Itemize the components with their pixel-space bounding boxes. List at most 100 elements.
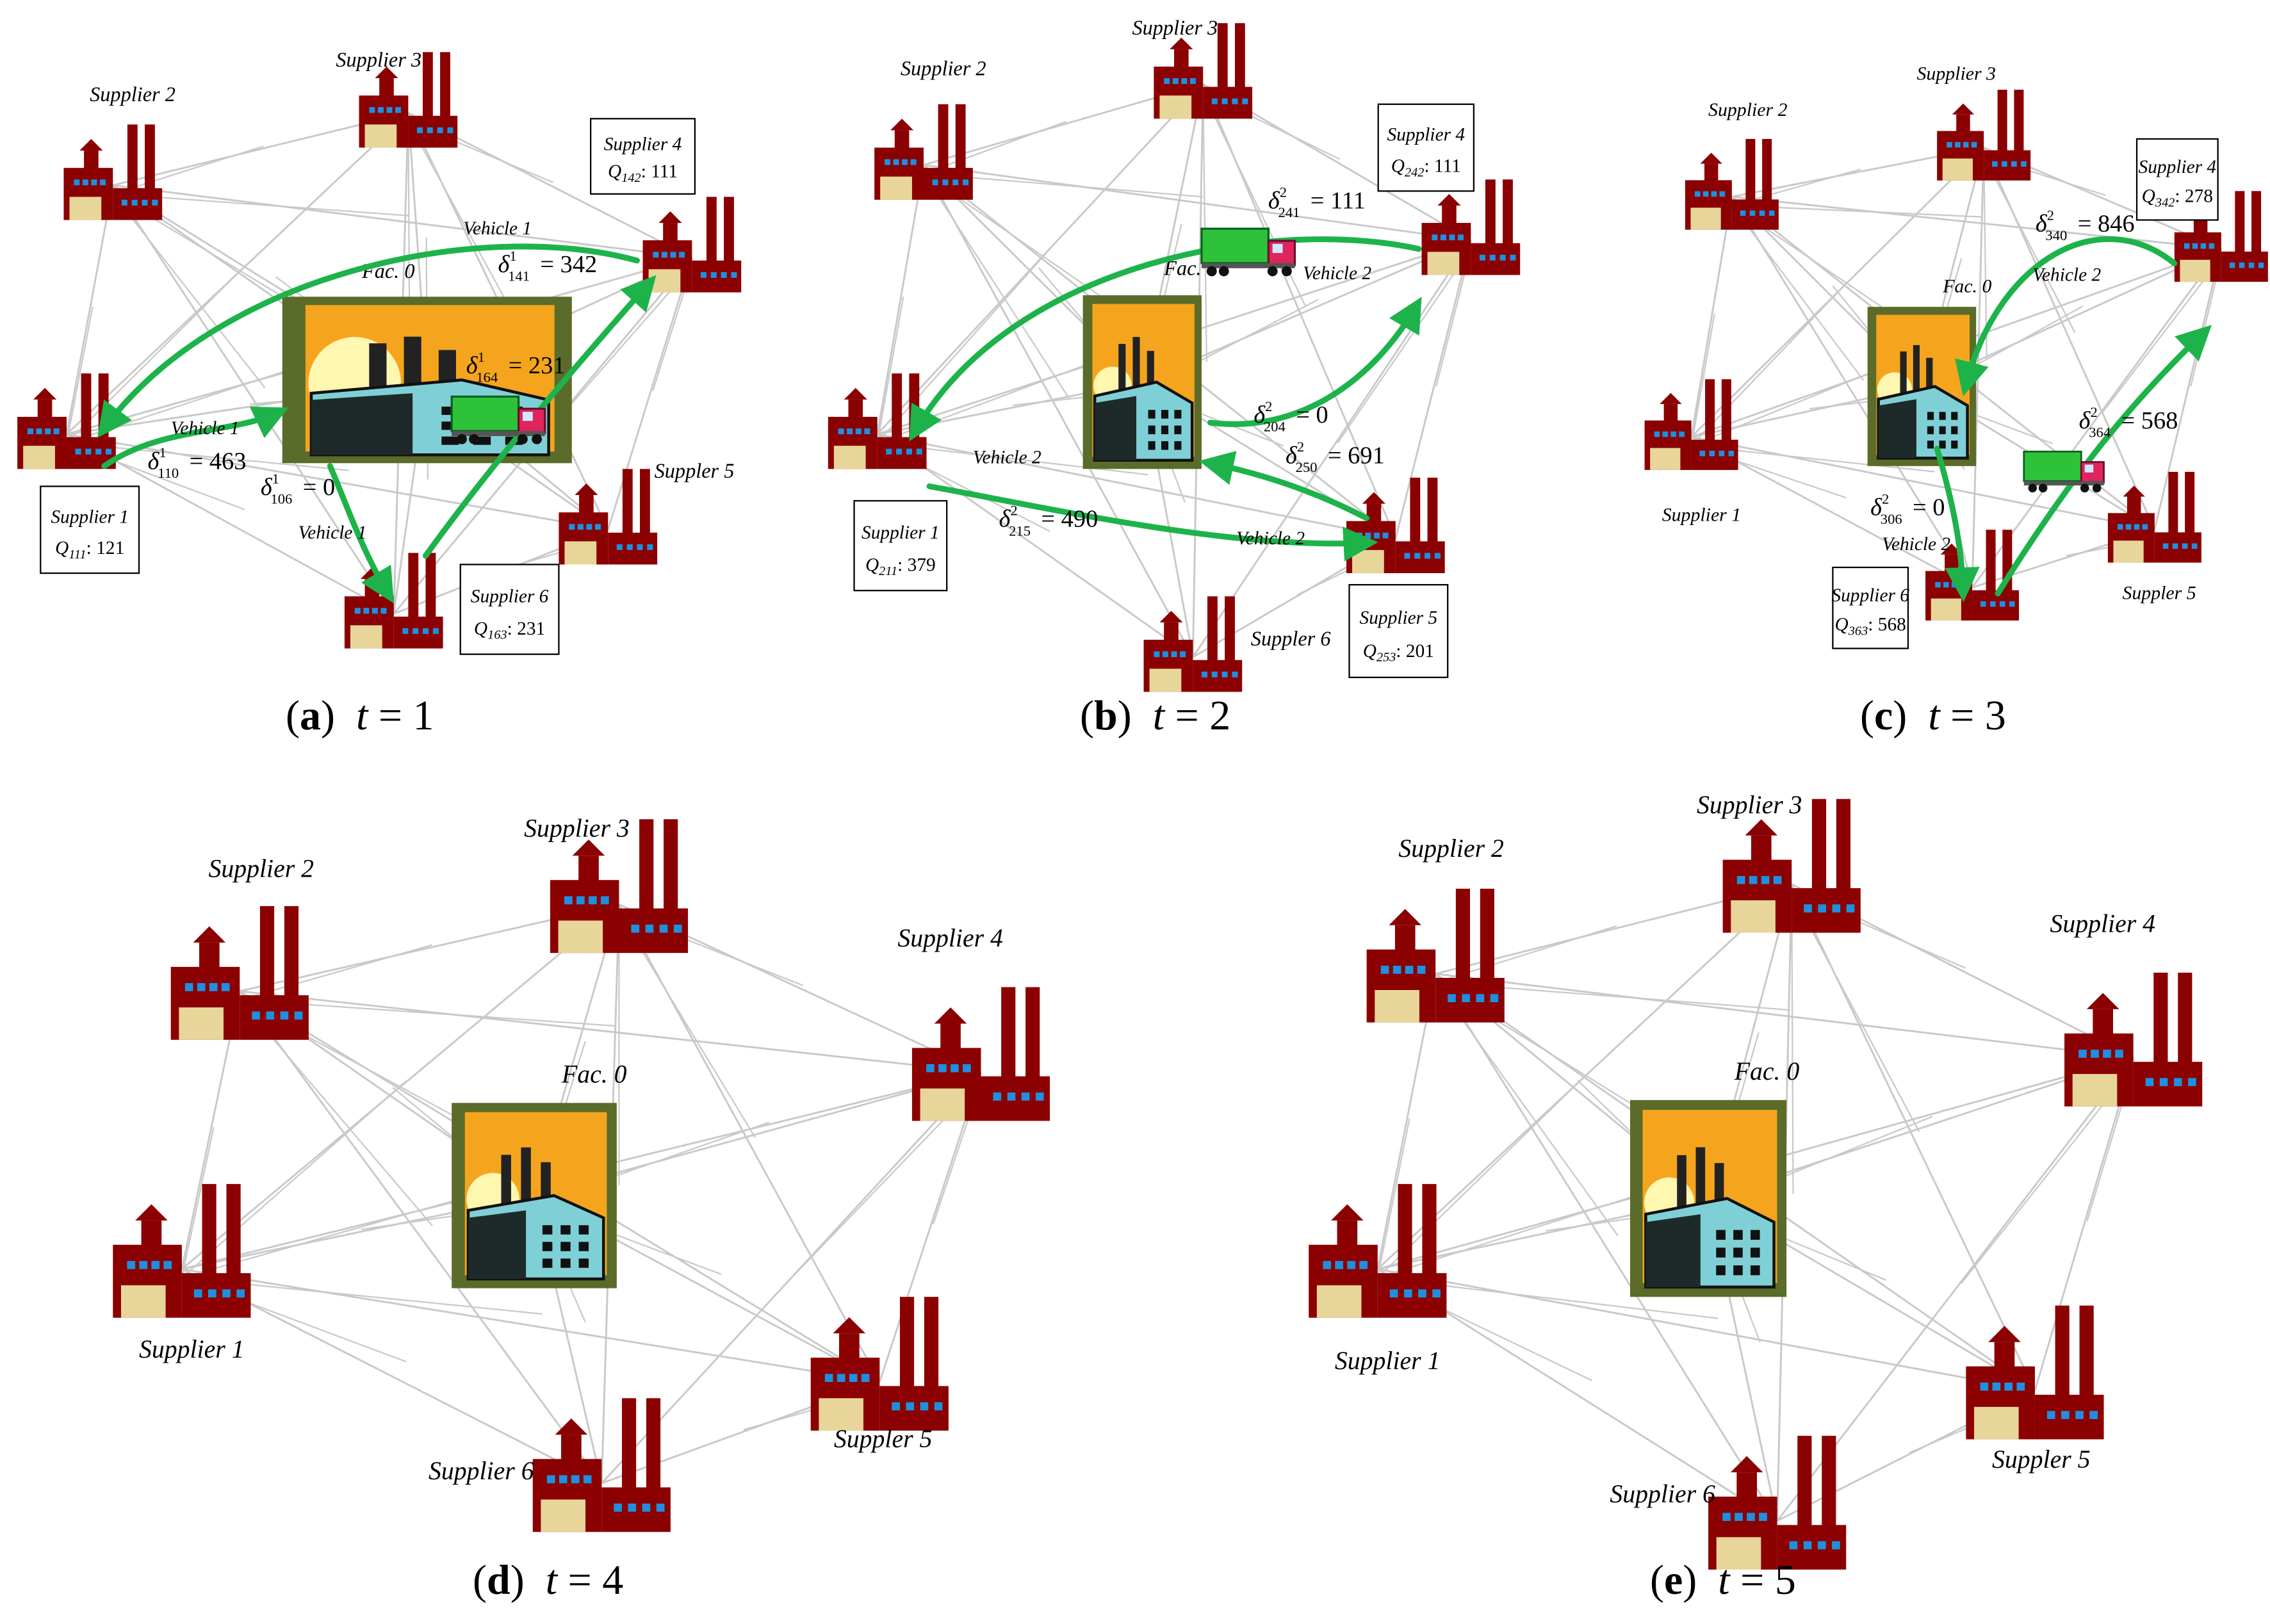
network-edge [923, 164, 1471, 241]
network-edge [1690, 196, 1733, 437]
facility-icon [1867, 307, 1977, 466]
network-edge [65, 306, 94, 443]
box-title: Supplier 4 [604, 134, 682, 155]
network-edge [2034, 1057, 2135, 1392]
network-edge [1376, 973, 1437, 1270]
supplier-label-s4: Supplier 4 [2050, 910, 2155, 938]
network-edge [112, 184, 395, 615]
box-title: Supplier 6 [1831, 585, 1909, 606]
network-edge [601, 1071, 982, 1484]
network-edge [239, 990, 603, 1484]
vehicle-label: Vehicle 2 [2032, 264, 2101, 285]
supplier-label-s3: Supplier 3 [1697, 791, 1802, 819]
network-edge [2153, 248, 2223, 530]
box-quantity: Q142: 111 [608, 161, 678, 185]
route-arrow [1995, 325, 2212, 597]
network-edge [1983, 156, 2076, 334]
network-edge [878, 1071, 982, 1383]
network-edge [181, 1268, 603, 1484]
network-edge [1690, 314, 1715, 446]
network-edge [1394, 240, 1472, 539]
supplier-label-s1: Supplier 1 [139, 1335, 245, 1363]
supplier-label-s5: Suppler 5 [655, 459, 735, 482]
network-edge [923, 173, 1071, 400]
network-edge [876, 296, 904, 443]
network-edge [1731, 195, 2221, 250]
network-edge [66, 267, 244, 444]
supplier-factory-icon [1708, 1436, 1847, 1570]
supplier-factory-icon [170, 905, 309, 1040]
network-edge [1691, 435, 2155, 531]
supplier-label-s5: Suppler 5 [1992, 1445, 2091, 1474]
supplier-factory-icon [874, 104, 973, 200]
supplier-label-s3: Supplier 3 [1132, 16, 1218, 39]
supplier-factory-icon [1154, 23, 1253, 119]
network-edge [2102, 257, 2222, 413]
supplier-label-s3: Supplier 3 [1917, 63, 1996, 84]
supplier-factory-icon [911, 987, 1050, 1121]
network-edge [1690, 286, 1844, 446]
route-arrow [909, 236, 1422, 442]
network-edge [1377, 1070, 1591, 1279]
box-title: Supplier 5 [1360, 608, 1438, 628]
network-edge [607, 257, 693, 530]
box-quantity: Q211: 379 [865, 555, 936, 578]
supplier-factory-icon [359, 52, 458, 148]
supplier-factory-icon [1685, 138, 1779, 230]
network-edge [181, 1268, 880, 1383]
network-edge [1377, 1268, 2036, 1392]
truck-icon [2023, 450, 2105, 492]
supplier-label-s2: Supplier 2 [1398, 834, 1504, 863]
route-arrow [926, 483, 1378, 562]
supplier-factory-icon [2174, 191, 2268, 282]
supplier-factory-icon [642, 197, 742, 293]
supplier-factory-icon [1309, 1183, 1447, 1318]
box-title: Supplier 4 [2139, 157, 2217, 177]
box-title: Supplier 1 [861, 523, 940, 543]
facility-label: Fac. 0 [1942, 276, 1991, 297]
supplier-label-s5: Suppler 5 [834, 1425, 933, 1453]
supplier-factory-icon [1346, 477, 1445, 574]
network-edge [112, 145, 264, 195]
supplier-label-s5: Suppler 5 [2122, 583, 2196, 604]
supplier-factory-icon [1966, 1305, 2104, 1440]
network-edge [1192, 240, 1472, 658]
supplier-label-s3: Supplier 3 [524, 814, 630, 842]
supplier-factory-icon [63, 124, 163, 220]
supplier-factory-icon [1421, 179, 1521, 275]
network-edge [1791, 893, 1794, 1194]
supplier-factory-icon [559, 469, 658, 565]
supplier-factory-icon [828, 373, 927, 469]
network-edge [1202, 92, 1208, 362]
box-quantity: Q242: 111 [1391, 156, 1461, 180]
box-quantity: Q111: 121 [55, 538, 124, 562]
network-edge [876, 252, 1047, 444]
supplier-factory-icon [2064, 972, 2203, 1107]
vehicle-label: Vehicle 2 [1882, 534, 1950, 555]
caption-c: (c) t = 3 [1860, 692, 2006, 739]
network-edge [240, 990, 981, 1073]
supplier-label-s3: Supplier 3 [336, 48, 421, 71]
network-edge [1337, 248, 1472, 444]
route-arrow [97, 243, 641, 438]
supplier-label-s1: Supplier 1 [1335, 1347, 1441, 1375]
network-edge [66, 433, 395, 615]
vehicle-label: Vehicle 2 [1303, 263, 1371, 284]
route-arrow [327, 463, 395, 604]
vehicle-label: Vehicle 2 [973, 447, 1041, 467]
supplier-label-s6: Supplier 6 [429, 1457, 534, 1485]
supplier-label-s1: Supplier 1 [1662, 505, 1741, 526]
route-arrow [1198, 451, 1370, 521]
vehicle-label: Vehicle 1 [171, 418, 240, 439]
supplier-factory-icon [532, 1398, 671, 1532]
supplier-factory-icon [550, 819, 689, 954]
network-edge [922, 164, 1194, 658]
quantity-box-s1: Supplier 1 Q211: 379 [853, 499, 948, 592]
